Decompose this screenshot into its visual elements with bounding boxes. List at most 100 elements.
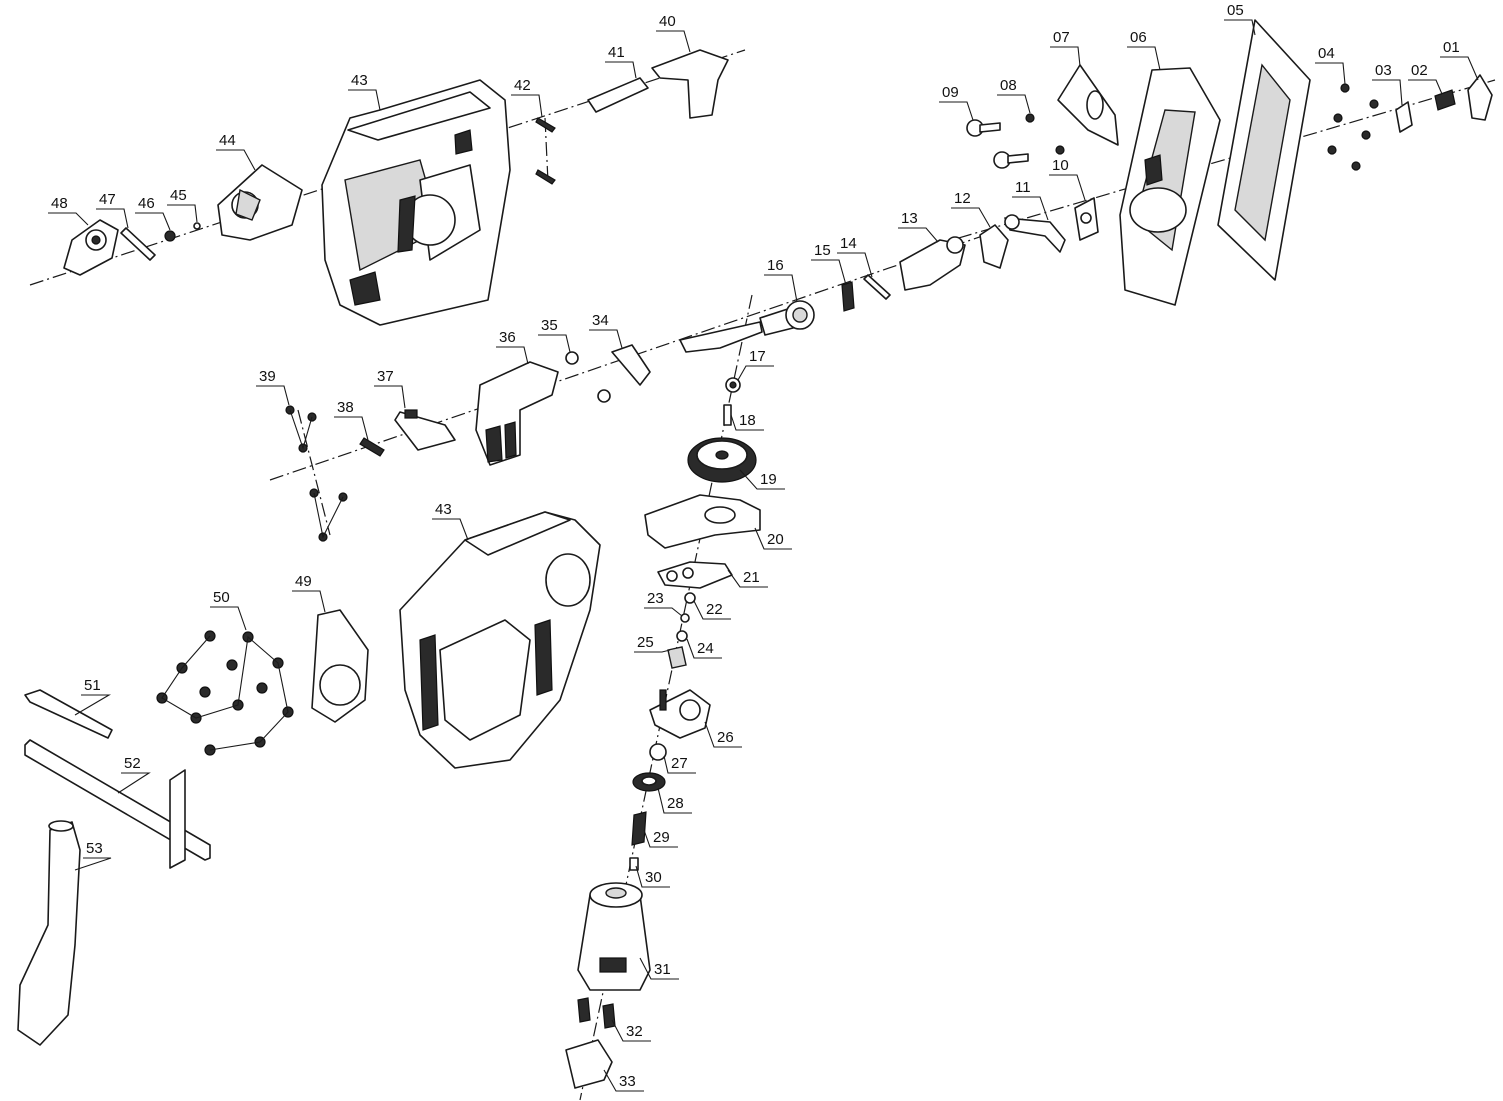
part-35-bushing (565, 351, 611, 403)
part-21-link (657, 561, 733, 589)
svg-text:37: 37 (377, 368, 394, 385)
callout-35: 35 (538, 317, 571, 353)
callout-48: 48 (48, 195, 89, 226)
callout-24: 24 (686, 638, 722, 659)
callout-43-top: 43 (348, 72, 381, 111)
part-11-shaft (1004, 214, 1066, 253)
part-43-housing-top (321, 79, 511, 326)
part-17-nut (725, 377, 741, 393)
callouts: 01 02 03 04 05 06 07 08 09 10 11 12 13 1… (48, 2, 1479, 1092)
callout-31: 31 (639, 957, 679, 980)
part-29-pinion (631, 811, 647, 846)
part-50-screws (156, 630, 294, 756)
callout-13: 13 (898, 210, 939, 243)
svg-text:49: 49 (295, 573, 312, 590)
part-49-cover (311, 609, 369, 723)
callout-51: 51 (74, 677, 112, 716)
callout-06: 06 (1127, 29, 1161, 71)
svg-text:09: 09 (942, 84, 959, 101)
svg-text:34: 34 (592, 312, 609, 329)
callout-42: 42 (511, 77, 543, 118)
callout-29: 29 (643, 829, 678, 848)
svg-text:48: 48 (51, 195, 68, 212)
callout-18: 18 (730, 412, 764, 431)
part-10-washer (1074, 197, 1099, 241)
callout-43-bottom: 43 (432, 501, 469, 541)
svg-text:40: 40 (659, 13, 676, 30)
svg-text:31: 31 (654, 961, 671, 978)
callout-21: 21 (727, 569, 768, 588)
part-01-lever (1467, 74, 1493, 121)
part-46-nut (164, 230, 176, 242)
svg-text:23: 23 (647, 590, 664, 607)
callout-19: 19 (739, 469, 785, 490)
svg-text:52: 52 (124, 755, 141, 772)
callout-04: 04 (1315, 45, 1346, 85)
part-03-bracket (1395, 101, 1413, 133)
svg-text:11: 11 (1015, 179, 1031, 196)
part-04-screws (1327, 83, 1379, 171)
svg-text:43: 43 (435, 501, 452, 518)
part-07-bracket (1057, 64, 1119, 146)
svg-text:14: 14 (840, 235, 857, 252)
svg-text:41: 41 (608, 44, 625, 61)
part-43-housing-bottom (399, 511, 601, 769)
svg-text:38: 38 (337, 399, 354, 416)
callout-38: 38 (334, 399, 369, 441)
part-15-spring (841, 281, 855, 312)
svg-text:01: 01 (1443, 39, 1460, 56)
svg-text:10: 10 (1052, 157, 1069, 174)
svg-text:18: 18 (739, 412, 756, 429)
part-19-gear (687, 437, 757, 483)
svg-text:13: 13 (901, 210, 918, 227)
svg-text:26: 26 (717, 729, 734, 746)
svg-text:33: 33 (619, 1073, 636, 1090)
svg-text:27: 27 (671, 755, 688, 772)
part-16-plunger (679, 300, 815, 353)
part-45-washer (193, 222, 201, 230)
callout-12: 12 (951, 190, 991, 228)
callout-15: 15 (811, 242, 847, 286)
callout-05: 05 (1224, 2, 1256, 36)
callout-45: 45 (167, 187, 198, 223)
callout-02: 02 (1408, 62, 1443, 95)
svg-text:30: 30 (645, 869, 662, 886)
part-47-pin (120, 227, 156, 261)
part-09-knob (966, 119, 1029, 169)
svg-text:03: 03 (1375, 62, 1392, 79)
svg-text:20: 20 (767, 531, 784, 548)
svg-text:45: 45 (170, 187, 187, 204)
svg-text:39: 39 (259, 368, 276, 385)
part-53-extraction-adapter (17, 820, 81, 1046)
svg-text:43: 43 (351, 72, 368, 89)
part-08-nut (1025, 113, 1065, 155)
svg-text:08: 08 (1000, 77, 1017, 94)
svg-text:02: 02 (1411, 62, 1428, 79)
parts-drawing (17, 19, 1493, 1089)
callout-30: 30 (635, 865, 670, 888)
part-31-motor (577, 882, 651, 991)
part-41-guide (587, 77, 649, 113)
svg-text:42: 42 (514, 77, 531, 94)
callout-22: 22 (693, 600, 731, 620)
callout-17: 17 (737, 348, 774, 381)
callout-20: 20 (754, 527, 792, 550)
callout-41: 41 (605, 44, 637, 79)
callout-07: 07 (1050, 29, 1081, 67)
part-13-lever (899, 236, 966, 291)
part-25-nut (667, 646, 687, 669)
part-26-crank (649, 689, 711, 739)
part-33-brush-holder (565, 1039, 613, 1089)
part-02-spring (1434, 89, 1456, 111)
svg-text:21: 21 (743, 569, 760, 586)
part-48-end-cap (63, 219, 119, 276)
part-27-nut (649, 743, 667, 761)
callout-26: 26 (704, 721, 742, 748)
callout-37: 37 (374, 368, 406, 409)
svg-text:19: 19 (760, 471, 777, 488)
svg-text:15: 15 (814, 242, 831, 259)
part-18-pin (723, 404, 732, 426)
svg-text:25: 25 (637, 634, 654, 651)
part-42-clip (535, 117, 556, 185)
